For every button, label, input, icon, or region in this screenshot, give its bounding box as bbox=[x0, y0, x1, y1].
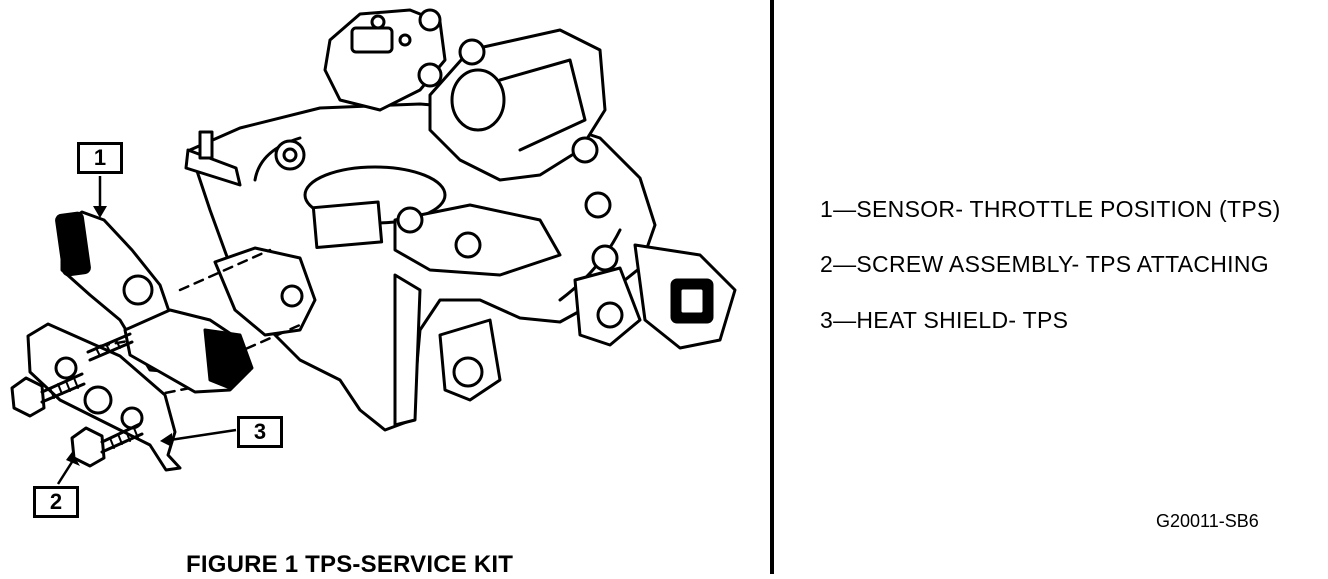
regulator-cap bbox=[450, 68, 506, 132]
legend-item-2: 2—SCREW ASSEMBLY- TPS ATTACHING bbox=[820, 251, 1269, 277]
tps-attaching-screw-upper bbox=[10, 372, 86, 418]
legend-item-1: 1—SENSOR- THROTTLE POSITION (TPS) bbox=[820, 196, 1281, 222]
tps-sensor-screw bbox=[86, 332, 134, 362]
callout-2: 2 bbox=[33, 486, 79, 518]
callout-3-leader bbox=[169, 428, 237, 442]
callout-2-leader bbox=[56, 461, 74, 485]
tps-mount-boss bbox=[213, 246, 317, 337]
panel-divider bbox=[770, 0, 774, 574]
throttle-body-illustration bbox=[10, 8, 737, 485]
callout-3: 3 bbox=[237, 416, 283, 448]
callout-1: 1 bbox=[77, 142, 123, 174]
figure-caption: FIGURE 1 TPS-SERVICE KIT bbox=[186, 551, 514, 578]
tps-attaching-screw-lower bbox=[70, 422, 144, 468]
legend-item-3: 3—HEAT SHIELD- TPS bbox=[820, 307, 1069, 333]
drawing-code: G20011-SB6 bbox=[1156, 511, 1259, 531]
figure-panel: 1 2 3 FIGURE 1 TPS-SERVICE KIT bbox=[10, 8, 737, 578]
